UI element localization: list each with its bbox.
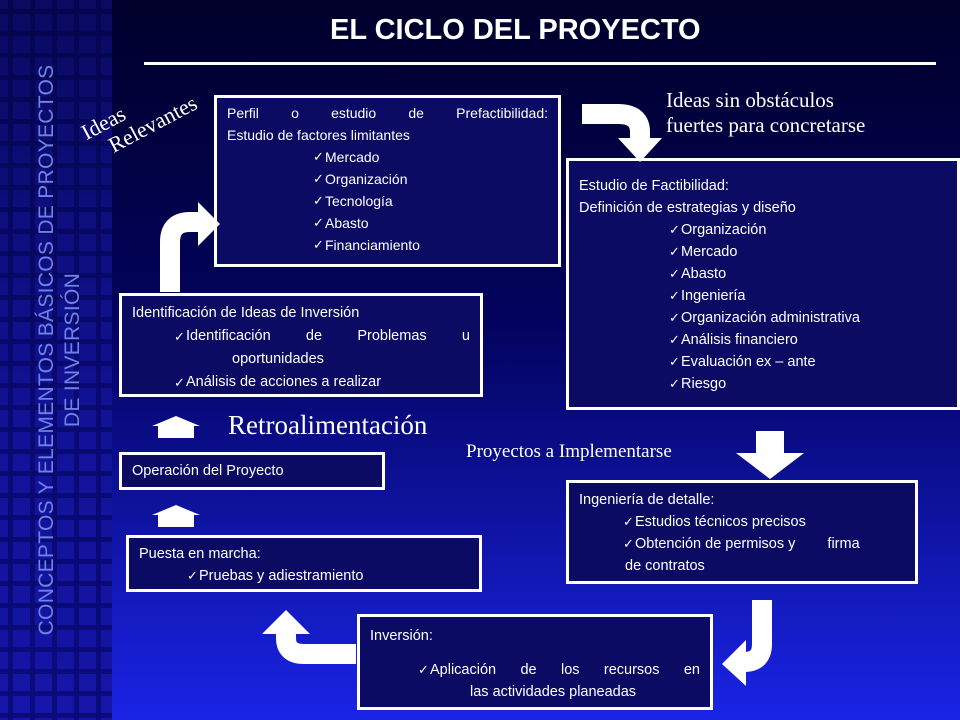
investment-box: Inversión: Aplicación de los recursos en… [357, 614, 713, 710]
vertical-title-line1: CONCEPTOS Y ELEMENTOS BÁSICOS DE PROYECT… [35, 64, 58, 636]
feasibility-item: Organización administrativa [669, 307, 947, 329]
engineering-heading: Ingeniería de detalle: [579, 492, 715, 508]
start-up-heading: Puesta en marcha: [139, 546, 261, 562]
feasibility-item: Análisis financiero [669, 329, 947, 351]
up-arrow-icon [152, 416, 200, 438]
identification-item-line: oportunidades [232, 351, 324, 367]
prefactibility-item: Tecnología [313, 190, 548, 212]
prefactibility-item: Financiamiento [313, 234, 548, 256]
curved-arrow-down-left-icon [722, 600, 772, 686]
start-up-box: Puesta en marcha: Pruebas y adiestramien… [126, 535, 482, 592]
investment-item-line: Aplicación de los recursos en [430, 662, 700, 678]
down-arrow-icon [736, 431, 804, 479]
feasibility-item: Organización [669, 219, 947, 241]
prefactibility-heading: Perfil o estudio de Prefactibilidad: [227, 105, 548, 121]
operation-box: Operación del Proyecto [119, 452, 385, 490]
proyectos-implementarse-label: Proyectos a Implementarse [466, 441, 672, 462]
feasibility-heading: Estudio de Factibilidad: [579, 178, 729, 194]
identification-item: Identificación de Problemas u oportunida… [174, 325, 470, 371]
identification-box: Identificación de Ideas de Inversión Ide… [119, 293, 483, 397]
ideas-sin-obstaculos-label: Ideas sin obstáculos fuertes para concre… [666, 88, 865, 138]
operation-heading: Operación del Proyecto [132, 463, 284, 479]
engineering-list: Estudios técnicos precisos Obtención de … [579, 511, 905, 555]
prefactibility-subheading: Estudio de factores limitantes [227, 127, 410, 143]
retroalimentacion-label: Retroalimentación [228, 410, 428, 440]
curved-arrow-left-up-icon [262, 610, 356, 664]
title-underline [144, 62, 936, 65]
prefactibility-item: Organización [313, 168, 548, 190]
engineering-continuation: de contratos [625, 558, 705, 574]
investment-item: Aplicación de los recursos en las activi… [418, 659, 700, 703]
investment-item-line: las actividades planeadas [470, 684, 637, 700]
feasibility-item: Evaluación ex – ante [669, 351, 947, 373]
ideas-sin-line2: fuertes para concretarse [666, 113, 866, 137]
feasibility-item: Abasto [669, 263, 947, 285]
feasibility-item: Mercado [669, 241, 947, 263]
engineering-item: Estudios técnicos precisos [623, 511, 905, 533]
investment-list: Aplicación de los recursos en las activi… [370, 659, 700, 703]
curved-arrow-right-down-icon [582, 104, 662, 162]
identification-list: Identificación de Problemas u oportunida… [132, 325, 470, 394]
prefactibility-item: Mercado [313, 146, 548, 168]
identification-item: Análisis de acciones a realizar [174, 371, 470, 394]
curved-arrow-up-right-icon [160, 202, 220, 292]
engineering-item-text: firma [827, 536, 860, 552]
ideas-sin-line1: Ideas sin obstáculos [666, 88, 834, 112]
sidebar-fade [0, 0, 112, 720]
feasibility-box: Estudio de Factibilidad: Definición de e… [566, 158, 960, 410]
feasibility-subheading: Definición de estrategias y diseño [579, 200, 796, 216]
prefactibility-item: Abasto [313, 212, 548, 234]
detail-engineering-box: Ingeniería de detalle: Estudios técnicos… [566, 480, 918, 584]
engineering-item: Obtención de permisos y firma [623, 533, 905, 555]
identification-heading: Identificación de Ideas de Inversión [132, 305, 360, 321]
prefactibility-box: Perfil o estudio de Prefactibilidad: Est… [214, 95, 561, 267]
feasibility-item: Riesgo [669, 373, 947, 395]
prefactibility-list: Mercado Organización Tecnología Abasto F… [227, 146, 548, 256]
feasibility-list: Organización Mercado Abasto Ingeniería O… [579, 219, 947, 395]
up-arrow-icon [152, 505, 200, 527]
investment-heading: Inversión: [370, 628, 433, 644]
identification-item-line: Identificación de Problemas u [186, 328, 470, 344]
engineering-item-text: Obtención de permisos y [635, 536, 796, 552]
slide-title: EL CICLO DEL PROYECTO [330, 14, 701, 46]
start-up-list: Pruebas y adiestramiento [139, 565, 469, 587]
start-up-item: Pruebas y adiestramiento [187, 565, 469, 587]
feasibility-item: Ingeniería [669, 285, 947, 307]
